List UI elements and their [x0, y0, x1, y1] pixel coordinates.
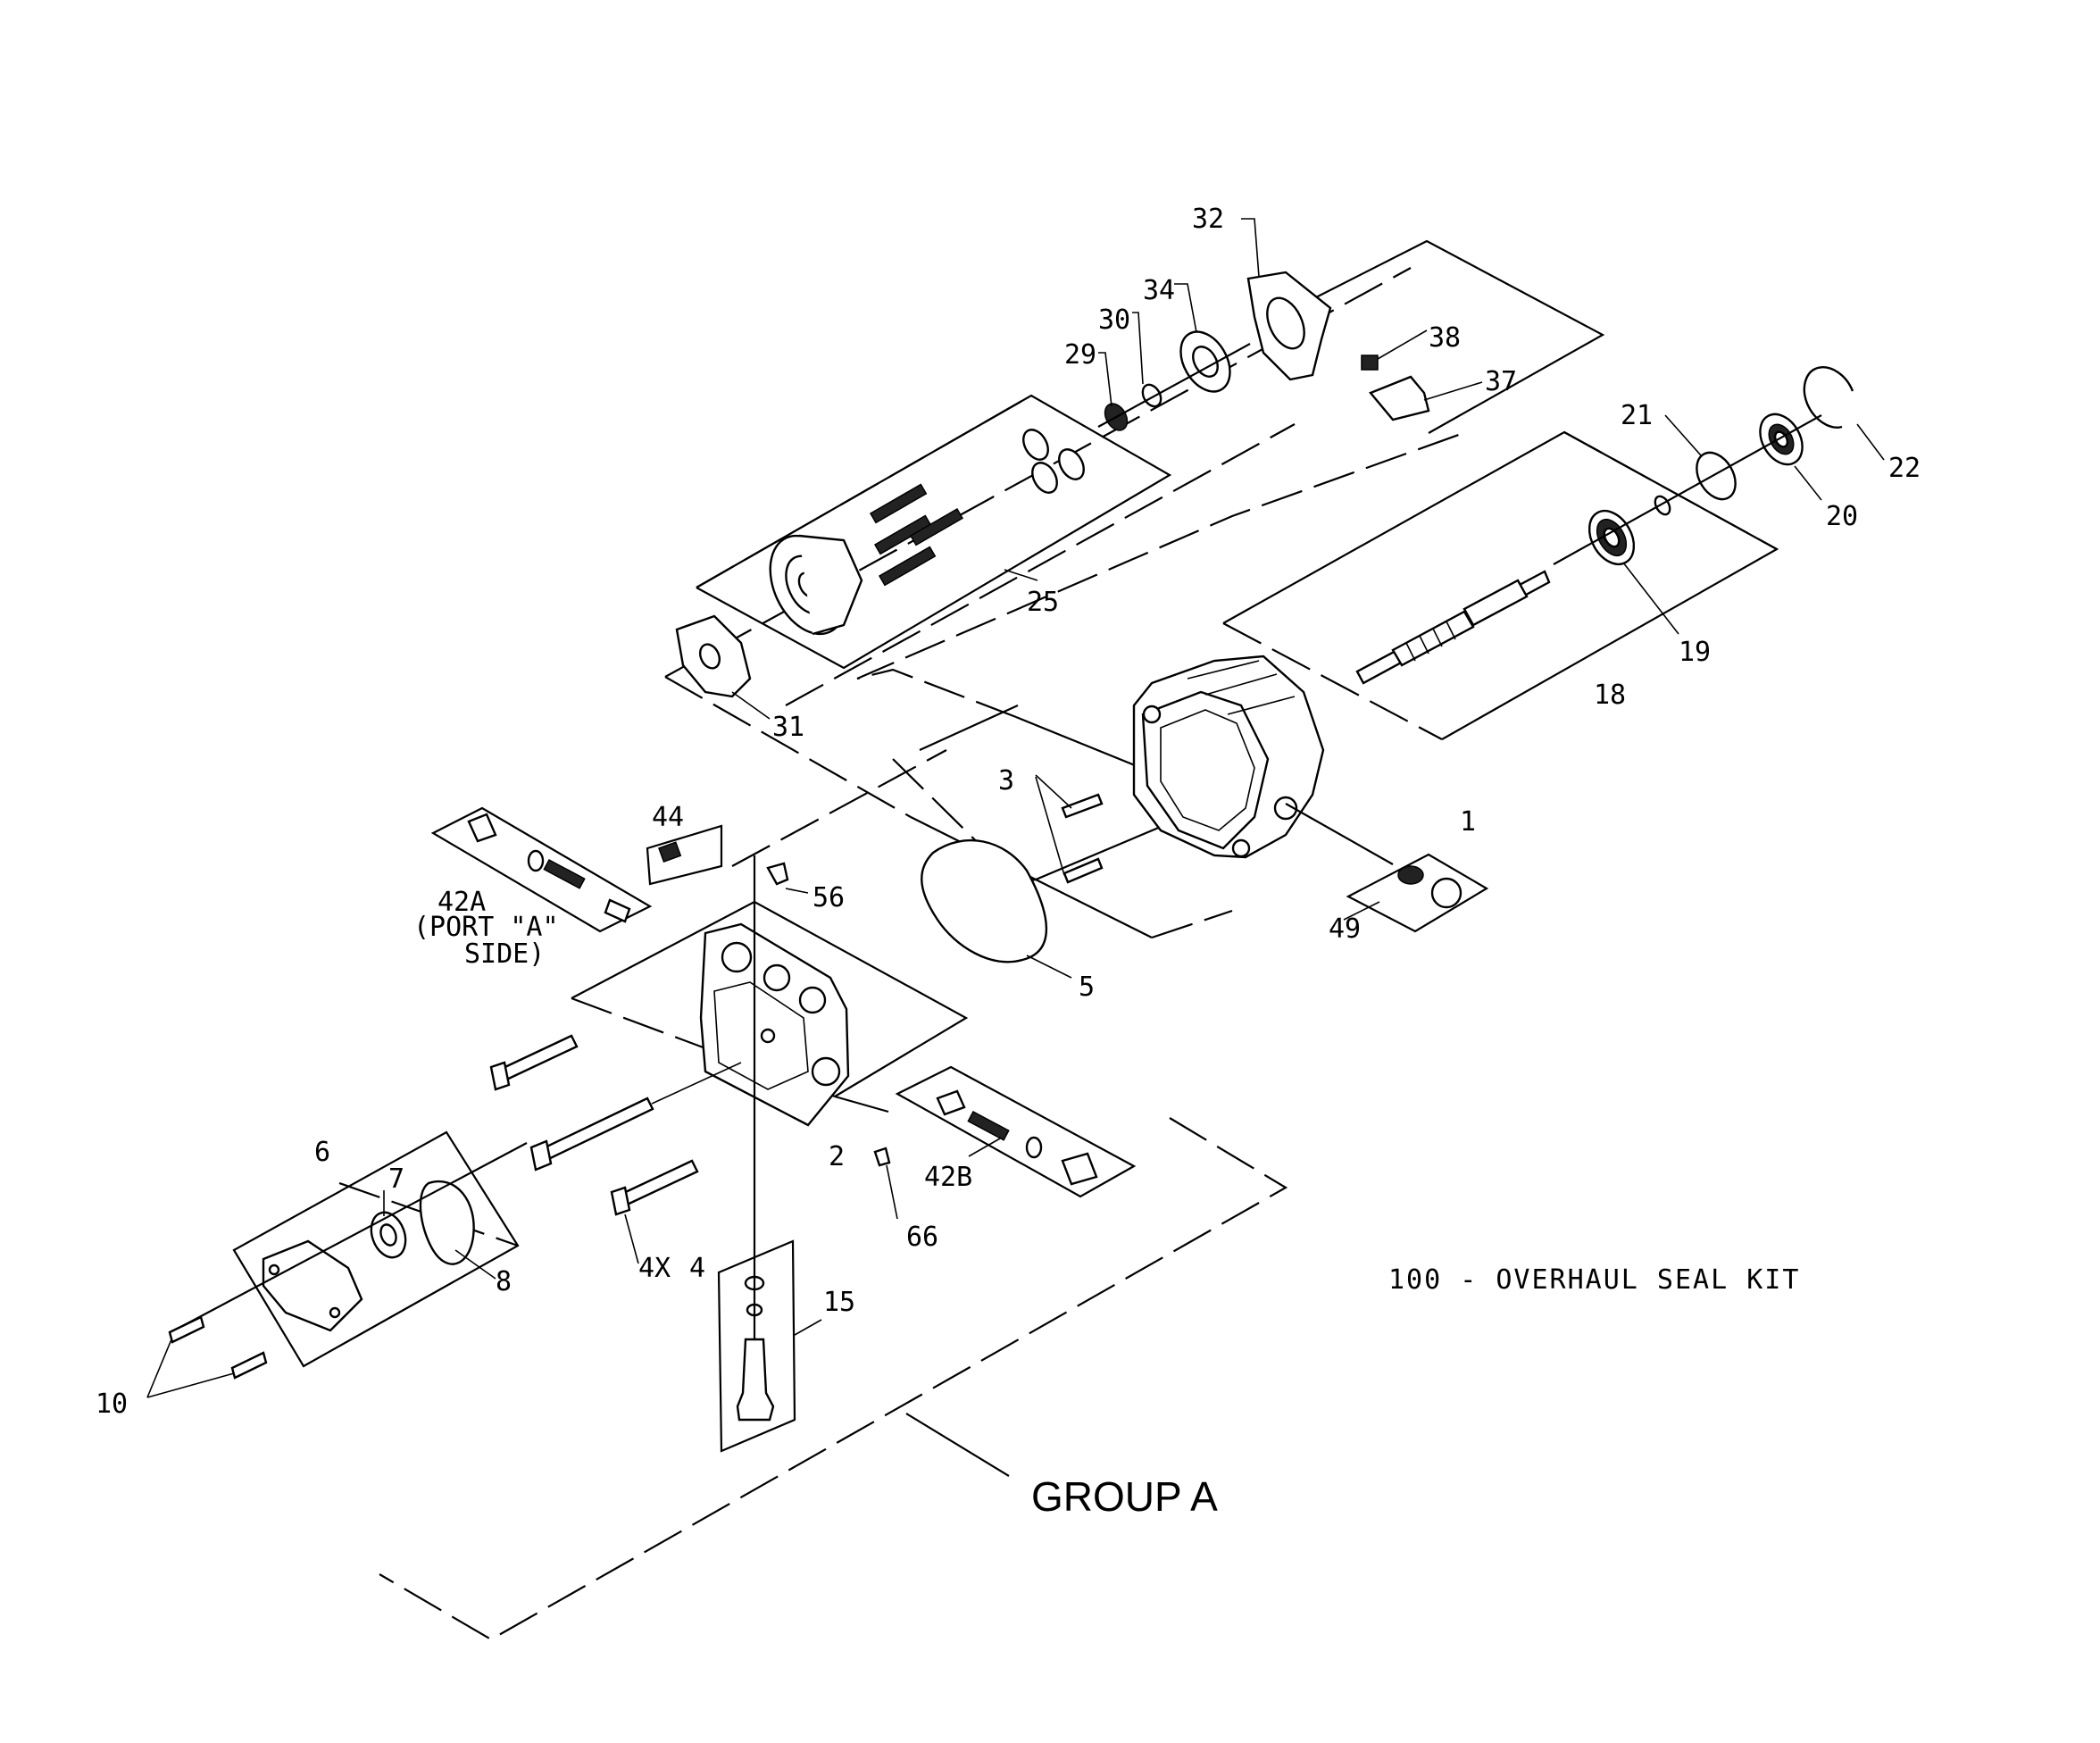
callout-66: 66 [906, 1222, 938, 1253]
snap-ring-icon [1803, 365, 1854, 429]
housing-icon [1132, 655, 1325, 859]
bolt-icon [489, 1034, 742, 1216]
callout-32: 32 [1192, 204, 1224, 235]
trunnion-axis-line [1097, 343, 1251, 428]
trunnion-group-box [1312, 239, 1605, 434]
callout-49: 49 [1329, 913, 1361, 945]
group-a-bracket [379, 1117, 1288, 1641]
callout-6: 6 [314, 1137, 330, 1168]
relief-valve-42a-box [430, 806, 653, 933]
callout-20: 20 [1826, 501, 1858, 532]
gasket-icon [1696, 451, 1737, 501]
endcap-group-box [232, 1130, 520, 1368]
callout-31: 31 [772, 712, 804, 743]
valve-15-icon [736, 855, 775, 1422]
callout-3: 3 [998, 765, 1014, 796]
callout-7: 7 [388, 1163, 404, 1195]
plug-66-icon [873, 1147, 891, 1167]
callout-29: 29 [1064, 339, 1096, 371]
leader-49-line [1285, 803, 1394, 865]
callout-42a-side: SIDE) [464, 938, 545, 970]
cylinder-block-icon [769, 429, 1085, 636]
part-15-box [717, 1239, 796, 1453]
rotating-group-box [696, 394, 1172, 670]
callout-56: 56 [812, 882, 845, 913]
callout-30: 30 [1098, 304, 1130, 336]
bearing-icon [1588, 509, 1636, 566]
seal-icon [1759, 413, 1804, 466]
callout-37: 37 [1485, 366, 1517, 397]
callout-19: 19 [1679, 637, 1711, 668]
part-44-icon [658, 841, 682, 863]
trunnion-icon [1246, 271, 1332, 381]
callout-42b: 42B [924, 1162, 972, 1193]
callout-4: 4 [689, 1253, 705, 1284]
callout-2: 2 [829, 1141, 845, 1172]
endcap-icon [173, 1142, 528, 1332]
o-ring-icon [1654, 495, 1671, 516]
callout-38: 38 [1429, 322, 1461, 354]
pin-3-icon [1061, 793, 1104, 884]
callout-4x: 4X [638, 1253, 671, 1284]
callout-34: 34 [1143, 275, 1175, 306]
relief-valve-42b-box [895, 1065, 1137, 1198]
callout-22: 22 [1888, 453, 1921, 484]
callout-18: 18 [1594, 680, 1626, 711]
callout-10: 10 [96, 1389, 128, 1420]
leader-lines [146, 218, 1885, 1398]
shaft-icon [1355, 570, 1551, 685]
callout-labels: 32 34 30 29 38 37 21 22 20 19 18 25 31 3… [96, 204, 1921, 1420]
valve-42a-icon [467, 813, 631, 923]
group-a-label: GROUP A [1031, 1473, 1218, 1520]
shaft-group-box [1222, 430, 1779, 740]
screw-10-icon [168, 1315, 268, 1380]
center-section-icon [699, 922, 850, 1127]
shaft-axis-line [1553, 414, 1822, 565]
callout-1: 1 [1460, 806, 1476, 838]
callout-8: 8 [496, 1266, 512, 1297]
swash-plate-icon [675, 614, 752, 698]
part-44-box [646, 824, 723, 886]
callout-21: 21 [1621, 400, 1653, 431]
plug-56-icon [766, 862, 789, 886]
callout-25: 25 [1027, 587, 1059, 618]
callout-42a: 42A [438, 887, 486, 918]
callout-15: 15 [823, 1287, 855, 1318]
valve-42b-icon [936, 1089, 1098, 1186]
callout-44: 44 [652, 802, 684, 833]
callout-5: 5 [1079, 972, 1095, 1003]
control-arm-icon [1361, 354, 1430, 421]
part-49-icon [1397, 865, 1462, 909]
bearing-34-icon [1179, 330, 1231, 393]
part-49-box [1346, 853, 1489, 933]
callout-42a-port: (PORT "A" [413, 912, 559, 943]
seal-kit-note: 100 - OVERHAUL SEAL KIT [1388, 1264, 1800, 1296]
gasket-5-icon [921, 839, 1048, 963]
